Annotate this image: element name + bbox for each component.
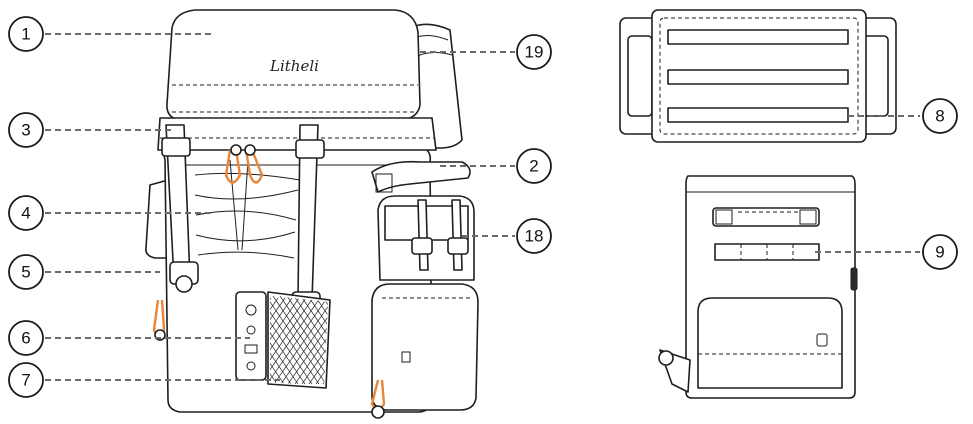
callout-2-label: 2	[529, 157, 538, 176]
callout-4-label: 4	[21, 204, 30, 223]
callout-4: 4	[8, 195, 44, 231]
top-strip-3	[667, 107, 849, 123]
backpack-front-view: Litheli	[145, 9, 479, 419]
callout-6: 6	[8, 320, 44, 356]
backpack-top-view	[619, 9, 897, 143]
callout-9: 9	[922, 234, 958, 270]
back-handle	[712, 207, 820, 227]
backpack-back-view	[658, 175, 858, 399]
callout-5: 5	[8, 254, 44, 290]
vent-grille	[267, 291, 331, 389]
callout-3-label: 3	[21, 121, 30, 140]
top-strip-1	[667, 29, 849, 45]
control-panel	[235, 291, 267, 381]
callout-2: 2	[516, 148, 552, 184]
brand-logo: Litheli	[269, 57, 319, 75]
top-loop-left	[224, 149, 242, 184]
back-pocket	[697, 297, 843, 389]
callout-7: 7	[8, 362, 44, 398]
callout-1: 1	[8, 16, 44, 52]
right-buckle-upper	[295, 139, 325, 159]
left-buckle-upper	[161, 137, 191, 157]
callout-1-label: 1	[21, 25, 30, 44]
callout-18-label: 18	[525, 227, 544, 246]
top-loop-right	[244, 149, 264, 184]
callout-18: 18	[516, 218, 552, 254]
callout-7-label: 7	[21, 371, 30, 390]
side-handle	[371, 160, 471, 193]
callout-5-label: 5	[21, 263, 30, 282]
callout-8-label: 8	[935, 107, 944, 126]
callout-19-label: 19	[525, 43, 544, 62]
leader-lines	[45, 33, 920, 381]
callout-3: 3	[8, 112, 44, 148]
bungee-cord	[194, 159, 301, 259]
top-strip-2	[667, 69, 849, 85]
callout-6-label: 6	[21, 329, 30, 348]
callout-8: 8	[922, 98, 958, 134]
callout-9-label: 9	[935, 243, 944, 262]
front-pouch-lower	[371, 283, 479, 411]
callout-19: 19	[516, 34, 552, 70]
